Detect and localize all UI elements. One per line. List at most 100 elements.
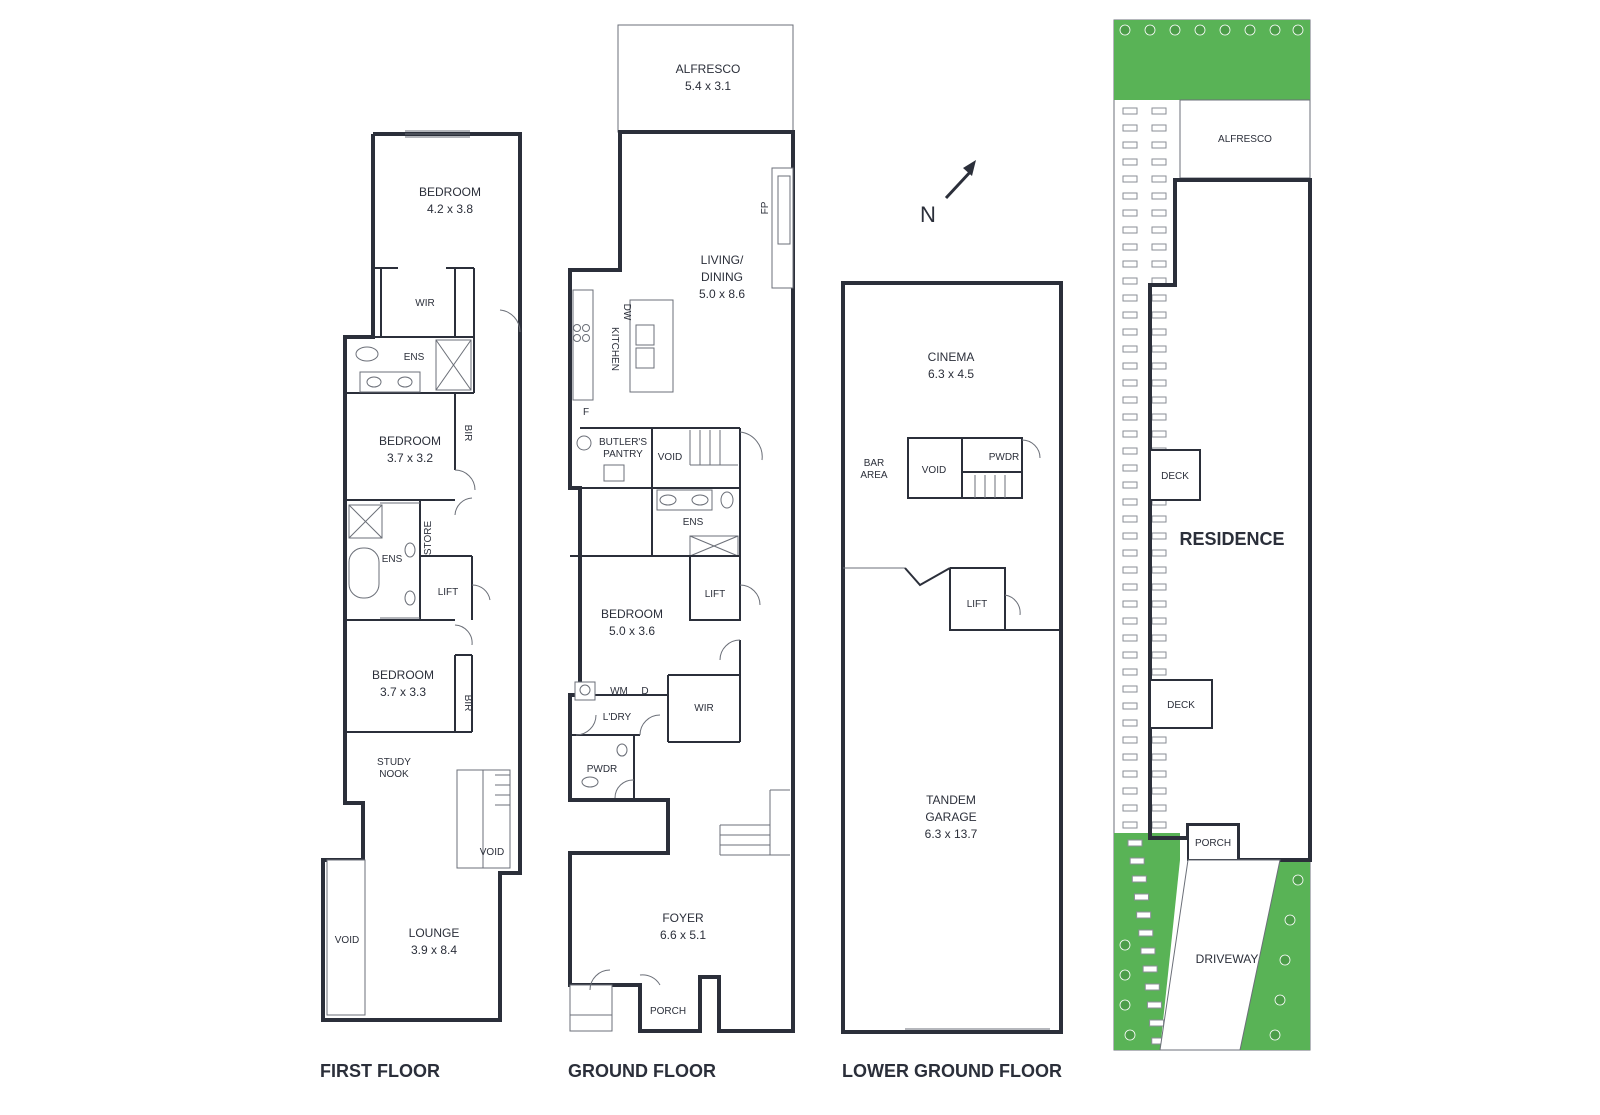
site-alfresco-label: ALFRESCO (1218, 134, 1272, 145)
ff-bedroom2-dims: 3.7 x 3.2 (387, 451, 433, 465)
site-plan (1113, 19, 1312, 1051)
paver-tile (1151, 175, 1167, 183)
lg-garage-line2: GARAGE (925, 810, 976, 824)
ff-store-label: STORE (423, 521, 434, 556)
paver-tile (1122, 651, 1138, 659)
paver-tile (1122, 770, 1138, 778)
paver-tile (1151, 804, 1167, 812)
ff-study-line2: NOOK (379, 769, 409, 780)
paver-tile (1122, 311, 1138, 319)
paver-tile (1122, 430, 1138, 438)
north-label: N (920, 202, 936, 227)
site-driveway-label: DRIVEWAY (1196, 952, 1259, 966)
gf-living-line2: DINING (701, 270, 743, 284)
paver-tile (1151, 770, 1167, 778)
paver-tile (1151, 651, 1167, 659)
gf-porch-label: PORCH (650, 1006, 686, 1017)
north-arrow: N (920, 160, 976, 227)
paver-tile (1122, 209, 1138, 217)
first-floor-plan (321, 130, 522, 1022)
paver-tile (1122, 481, 1138, 489)
paver-tile (1129, 857, 1145, 865)
paver-tile (1122, 243, 1138, 251)
lg-cinema-dims: 6.3 x 4.5 (928, 367, 974, 381)
gf-ldry-label: L'DRY (603, 712, 632, 723)
paver-tile (1151, 107, 1167, 115)
paver-tile (1151, 362, 1167, 370)
paver-tile (1122, 685, 1138, 693)
ff-ens2-label: ENS (382, 554, 403, 565)
gf-foyer-name: FOYER (662, 911, 704, 925)
paver-tile (1142, 965, 1158, 973)
first-floor-title: FIRST FLOOR (320, 1061, 440, 1081)
ff-bedroom2-name: BEDROOM (379, 434, 441, 448)
paver-tile (1122, 124, 1138, 132)
ff-bedroom1-name: BEDROOM (419, 185, 481, 199)
paver-tile (1151, 617, 1167, 625)
gf-pwdr-label: PWDR (587, 764, 618, 775)
paver-tile (1127, 839, 1143, 847)
gf-fp-label: FP (760, 201, 771, 214)
paver-tile (1122, 583, 1138, 591)
paver-tile (1151, 311, 1167, 319)
lg-garage-line1: TANDEM (926, 793, 976, 807)
paver-tile (1122, 226, 1138, 234)
lg-bar-line1: BAR (864, 458, 885, 469)
paver-tile (1151, 413, 1167, 421)
ground-floor-title: GROUND FLOOR (568, 1061, 716, 1081)
paver-tile (1122, 702, 1138, 710)
paver-tile (1122, 413, 1138, 421)
paver-tile (1140, 947, 1156, 955)
paver-tile (1151, 583, 1167, 591)
paver-tile (1151, 260, 1167, 268)
paver-tile (1122, 787, 1138, 795)
gf-butlers-line2: PANTRY (603, 449, 643, 460)
ff-study-line1: STUDY (377, 757, 411, 768)
ff-ens1-label: ENS (404, 352, 425, 363)
paver-tile (1151, 515, 1167, 523)
paver-tile (1122, 345, 1138, 353)
site-residence-label: RESIDENCE (1179, 529, 1284, 549)
paver-tile (1136, 911, 1152, 919)
paver-tile (1151, 566, 1167, 574)
paver-tile (1122, 464, 1138, 472)
gf-bedroom-name: BEDROOM (601, 607, 663, 621)
gf-living-line1: LIVING/ (701, 253, 744, 267)
paver-tile (1138, 929, 1154, 937)
paver-tile (1151, 379, 1167, 387)
paver-tile (1122, 617, 1138, 625)
paver-tile (1122, 515, 1138, 523)
gf-alfresco-name: ALFRESCO (676, 62, 741, 76)
paver-tile (1151, 141, 1167, 149)
paver-tile (1151, 243, 1167, 251)
ff-lift-label: LIFT (438, 587, 459, 598)
ground-floor-plan (568, 24, 795, 1033)
paver-tile (1151, 328, 1167, 336)
ff-wir-label: WIR (415, 298, 434, 309)
paver-tile (1122, 753, 1138, 761)
paver-tile (1122, 804, 1138, 812)
lower-ground-floor-title: LOWER GROUND FLOOR (842, 1061, 1062, 1081)
ff-bedroom3-name: BEDROOM (372, 668, 434, 682)
ff-lounge-dims: 3.9 x 8.4 (411, 943, 457, 957)
paver-tile (1151, 600, 1167, 608)
paver-tile (1122, 821, 1138, 829)
paver-tile (1146, 1001, 1162, 1009)
gf-foyer-dims: 6.6 x 5.1 (660, 928, 706, 942)
gf-ens-label: ENS (683, 517, 704, 528)
paver-tile (1151, 549, 1167, 557)
paver-tile (1122, 158, 1138, 166)
ff-lounge-name: LOUNGE (409, 926, 460, 940)
paver-tile (1151, 294, 1167, 302)
gf-lift-label: LIFT (705, 589, 726, 600)
paver-tile (1122, 192, 1138, 200)
paver-tile (1122, 532, 1138, 540)
gf-alfresco-dims: 5.4 x 3.1 (685, 79, 731, 93)
paver-tile (1122, 260, 1138, 268)
gf-wir-label: WIR (694, 703, 713, 714)
paver-tile (1122, 396, 1138, 404)
paver-tile (1151, 209, 1167, 217)
site-deck1-label: DECK (1161, 471, 1189, 482)
lg-lift-label: LIFT (967, 599, 988, 610)
